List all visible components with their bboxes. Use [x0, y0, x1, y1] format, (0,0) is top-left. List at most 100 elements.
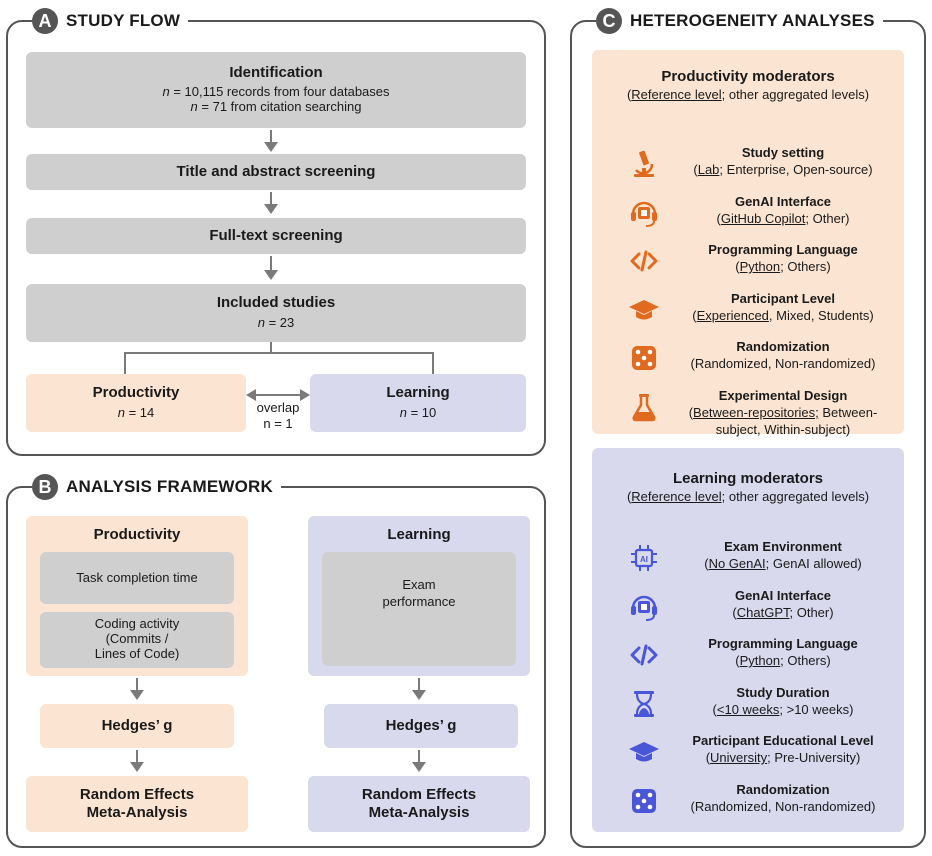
b-productivity-rem-box: Random Effects Meta-Analysis [26, 776, 248, 832]
moderator-text: GenAI Interface(ChatGPT; Other) [672, 587, 894, 621]
dice-icon [626, 783, 662, 819]
microscope-icon [626, 146, 662, 182]
learning-moderators-box: Learning moderators (Reference level; ot… [592, 448, 904, 832]
moderator-levels: (Python; Others) [735, 653, 831, 668]
moderator-levels: (No GenAI; GenAI allowed) [704, 556, 862, 571]
arrow-b-prod-to-hedges [130, 678, 144, 700]
moderator-text: Participant Educational Level (University… [672, 732, 894, 766]
panel-a-title: STUDY FLOW [66, 11, 181, 30]
identification-title: Identification [229, 64, 323, 81]
b-learning-hedges-box: Hedges’ g [324, 704, 518, 748]
moderator-title: Programming Language [708, 242, 858, 257]
learn-moderators-title: Learning moderators [672, 470, 824, 487]
panel-b-letter: B [32, 474, 58, 500]
ai-headset-icon [626, 589, 662, 625]
b-productivity-box: Productivity Task completion time Coding… [26, 516, 248, 676]
moderator-levels: (University; Pre-University) [705, 750, 861, 765]
moderator-text: Study setting(Lab; Enterprise, Open-sour… [672, 144, 894, 178]
learning-title: Learning [386, 384, 450, 401]
moderator-levels: (Experienced, Mixed, Students) [692, 307, 874, 323]
panel-a-header: A STUDY FLOW [32, 8, 189, 34]
split-line-right [432, 352, 434, 374]
split-line-stem [270, 342, 272, 354]
moderator-text: GenAI Interface(GitHub Copilot; Other) [672, 193, 894, 227]
panel-heterogeneity: C HETEROGENEITY ANALYSES Productivity mo… [570, 8, 926, 848]
moderator-levels: (Randomized, Non-randomized) [690, 356, 876, 371]
fulltext-screening-box: Full-text screening [26, 218, 526, 254]
included-title: Included studies [216, 294, 336, 311]
panel-a-letter: A [32, 8, 58, 34]
split-line-horizontal [124, 352, 434, 354]
moderator-text: Randomization (Randomized, Non-randomized… [672, 338, 894, 372]
moderator-text: Programming Language (Python; Others) [672, 241, 894, 275]
coding-activity-box: Coding activity (Commits / Lines of Code… [40, 612, 234, 668]
b-learning-rem-box: Random Effects Meta-Analysis [308, 776, 530, 832]
moderator-text: Participant Level(Experienced, Mixed, St… [672, 290, 894, 324]
exam-performance-box: Exam performance [322, 552, 516, 666]
arrow-b-learn-to-hedges [412, 678, 426, 700]
moderator-row: Study Duration(<10 weeks; >10 weeks) [592, 684, 904, 730]
moderator-levels: (GitHub Copilot; Other) [716, 210, 850, 226]
graduation-cap-icon [626, 292, 662, 328]
productivity-title: Productivity [92, 384, 180, 401]
moderator-row: GenAI Interface(GitHub Copilot; Other) [592, 193, 904, 239]
identification-line2: n = 71 from citation searching [190, 99, 362, 114]
title-abstract-screening-box: Title and abstract screening [26, 154, 526, 190]
learn-moderators-legend: (Reference level; other aggregated level… [626, 489, 870, 504]
code-icon [626, 243, 662, 279]
moderator-row: Participant Level(Experienced, Mixed, St… [592, 290, 904, 336]
moderator-levels-cont: subject, Within-subject) [715, 421, 851, 437]
moderator-title: Randomization [736, 339, 830, 354]
productivity-n: n = 14 [117, 405, 155, 420]
moderator-row: Programming Language (Python; Others) [592, 241, 904, 287]
moderator-title: Study Duration [736, 684, 830, 700]
moderator-row: Randomization (Randomized, Non-randomized… [592, 338, 904, 384]
moderator-title: Participant Level [730, 290, 836, 306]
productivity-moderators-box: Productivity moderators (Reference level… [592, 50, 904, 437]
moderator-title: GenAI Interface [734, 193, 832, 209]
moderator-text: Randomization(Randomized, Non-randomized… [672, 781, 894, 815]
productivity-box: Productivity n = 14 [26, 374, 246, 432]
moderator-text: Study Duration(<10 weeks; >10 weeks) [672, 684, 894, 718]
panel-c-header: C HETEROGENEITY ANALYSES [596, 8, 883, 34]
moderator-levels: (ChatGPT; Other) [732, 604, 834, 620]
panel-c-letter: C [596, 8, 622, 34]
moderator-title: Experimental Design [718, 387, 848, 403]
arrow-ident-to-title [264, 130, 278, 152]
moderator-levels: (Python; Others) [735, 259, 831, 274]
moderator-row: GenAI Interface(ChatGPT; Other) [592, 587, 904, 633]
flask-icon [626, 389, 662, 425]
b-productivity-title: Productivity [93, 526, 181, 543]
moderator-levels: (Lab; Enterprise, Open-source) [693, 162, 873, 177]
identification-box: Identification n = 10,115 records from f… [26, 52, 526, 128]
dice-icon [626, 340, 662, 376]
moderator-title: GenAI Interface [734, 587, 832, 603]
ai-headset-icon [626, 195, 662, 231]
moderator-row: Participant Educational Level (University… [592, 732, 904, 778]
graduation-cap-icon [626, 734, 662, 770]
code-icon [626, 637, 662, 673]
b-learning-box: Learning Exam performance [308, 516, 530, 676]
b-learning-title: Learning [387, 526, 451, 543]
panel-analysis-framework: B ANALYSIS FRAMEWORK Productivity Task c… [6, 474, 546, 848]
moderator-levels: (Randomized, Non-randomized) [690, 798, 876, 814]
arrow-title-to-fulltext [264, 192, 278, 214]
moderator-levels: (<10 weeks; >10 weeks) [712, 701, 854, 717]
prod-moderators-legend: (Reference level; other aggregated level… [626, 87, 870, 102]
moderator-row: Programming Language(Python; Others) [592, 635, 904, 681]
panel-b-title: ANALYSIS FRAMEWORK [66, 477, 273, 496]
moderator-text: Exam Environment(No GenAI; GenAI allowed… [672, 538, 894, 572]
moderator-title: Participant Educational Level [692, 733, 874, 748]
b-productivity-hedges-box: Hedges’ g [40, 704, 234, 748]
arrow-b-prod-hedges-to-rem [130, 750, 144, 772]
moderator-row: Experimental Design(Between-repositories… [592, 387, 904, 437]
task-completion-box: Task completion time [40, 552, 234, 604]
panel-b-header: B ANALYSIS FRAMEWORK [32, 474, 281, 500]
included-n: n = 23 [257, 315, 295, 330]
arrow-b-learn-hedges-to-rem [412, 750, 426, 772]
panel-study-flow: A STUDY FLOW Identification n = 10,115 r… [6, 8, 546, 456]
learning-n: n = 10 [399, 405, 437, 420]
moderator-title: Randomization [736, 781, 830, 797]
moderator-text: Programming Language(Python; Others) [672, 635, 894, 669]
